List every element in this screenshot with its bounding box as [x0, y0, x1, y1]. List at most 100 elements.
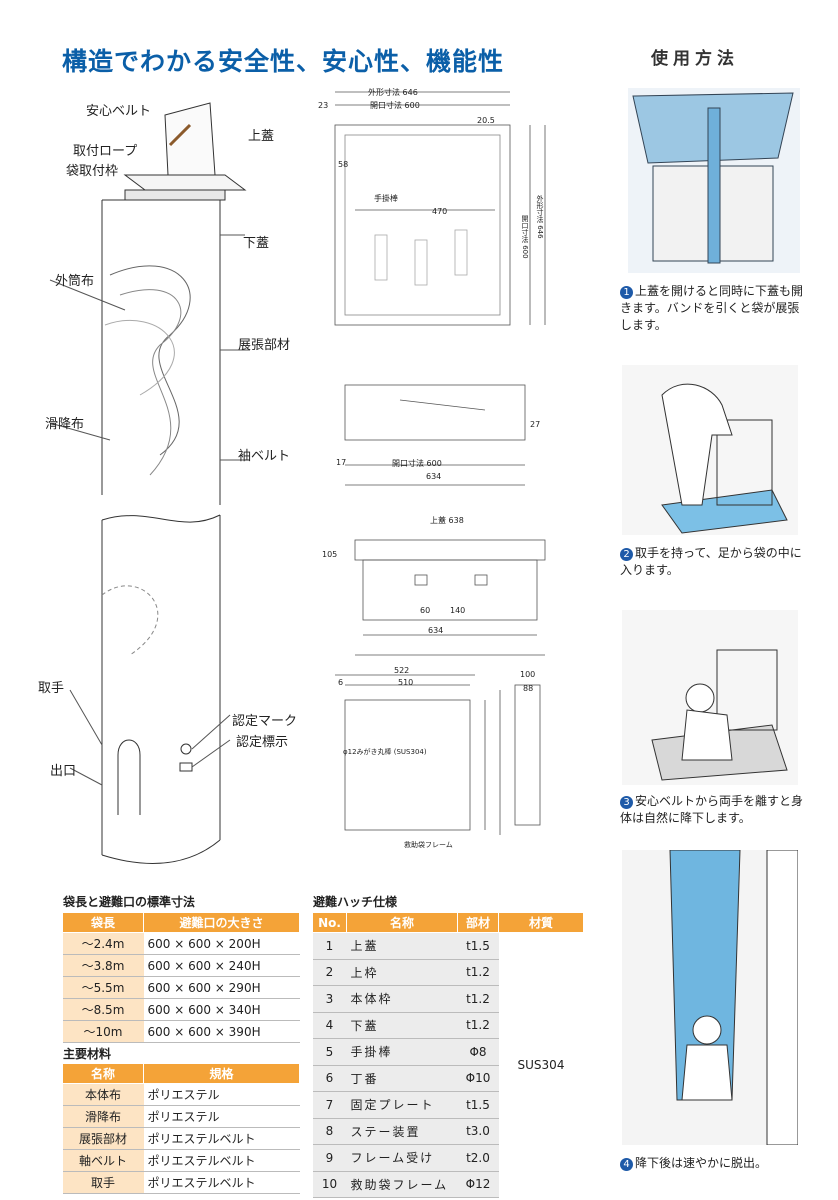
hatch-no: 3	[312, 985, 347, 1013]
hatch-no: 6	[312, 1065, 347, 1092]
step1-image	[628, 88, 800, 273]
mat-name: 展張部材	[62, 1127, 144, 1150]
mat-header-name: 名称	[62, 1063, 144, 1084]
label-slide-cloth: 滑降布	[45, 417, 85, 432]
dim-634: 634	[426, 472, 442, 481]
hatch-part: t2.0	[457, 1144, 499, 1172]
label-cert-mark: 認定マーク	[232, 714, 298, 729]
dim-100: 100	[520, 670, 536, 679]
hatch-part: t1.2	[457, 959, 499, 986]
std-length: ～2.4m	[62, 932, 144, 955]
hatch-part: t1.2	[457, 985, 499, 1013]
label-bottom-lid: 下蓋	[243, 236, 270, 251]
step4-image	[622, 849, 799, 1146]
step-3-number: 3	[620, 796, 633, 809]
hatch-name: ステー装置	[346, 1118, 458, 1145]
dim-140: 140	[450, 606, 466, 615]
dim-23: 23	[318, 101, 329, 110]
hatch-header-part: 部材	[457, 912, 499, 933]
dim-side-outer: 外形寸法 646	[536, 195, 544, 239]
mat-name: 滑降布	[62, 1105, 144, 1128]
std-size: 600 × 600 × 340H	[143, 998, 300, 1021]
dim-510: 510	[398, 678, 414, 687]
hatch-name: フレーム受け	[346, 1144, 458, 1172]
table-row: 本体布ポリエステル	[62, 1083, 300, 1106]
chute-illustration	[49, 102, 250, 864]
hatch-name: 救助袋フレーム	[346, 1171, 458, 1198]
dim-17: 17	[336, 458, 347, 467]
hatch-part: t1.2	[457, 1012, 499, 1039]
mat-name: 本体布	[62, 1083, 144, 1106]
hatch-name: 下蓋	[346, 1012, 458, 1039]
step3-image	[622, 610, 798, 785]
label-exit: 出口	[50, 764, 77, 779]
std-header-length: 袋長	[62, 912, 144, 933]
dim-105: 105	[322, 550, 338, 559]
handle-rail-label: 手掛棒	[374, 194, 398, 203]
hatch-name: 上枠	[346, 959, 458, 986]
dim-634-b: 634	[428, 626, 444, 635]
hatch-name: 上蓋	[346, 932, 458, 960]
mat-spec: ポリエステルベルト	[143, 1127, 300, 1150]
label-bag-frame: 袋取付枠	[66, 164, 119, 179]
std-header-size: 避難口の大きさ	[143, 912, 300, 933]
dim-sec-opening: 開口寸法 600	[392, 459, 442, 468]
hatch-table-title: 避難ハッチ仕様	[313, 895, 398, 909]
hatch-part: Φ10	[457, 1065, 499, 1092]
step2-image	[622, 365, 798, 535]
hatch-part: t3.0	[457, 1118, 499, 1145]
label-top-lid: 上蓋	[248, 129, 275, 144]
step-2-number: 2	[620, 548, 633, 561]
std-length: ～10m	[62, 1020, 144, 1043]
mat-spec: ポリエステル	[143, 1105, 300, 1128]
dim-6: 6	[338, 678, 344, 687]
hatch-no: 10	[312, 1171, 347, 1198]
step-4-text: 降下後は速やかに脱出。	[635, 1156, 768, 1170]
hatch-name: 本体枠	[346, 985, 458, 1013]
dim-outer: 外形寸法 646	[368, 88, 418, 97]
label-safety-belt: 安心ベルト	[86, 104, 152, 119]
mat-spec: ポリエステル	[143, 1083, 300, 1106]
mat-name: 取手	[62, 1171, 144, 1194]
std-size: 600 × 600 × 240H	[143, 954, 300, 977]
std-length: ～5.5m	[62, 976, 144, 999]
hatch-header-name: 名称	[346, 912, 458, 933]
dim-top-lid: 上蓋 638	[430, 516, 464, 525]
hatch-header-material: 材質	[498, 912, 584, 933]
std-size: 600 × 600 × 390H	[143, 1020, 300, 1043]
table-row: 滑降布ポリエステル	[62, 1105, 300, 1128]
std-length: ～8.5m	[62, 998, 144, 1021]
mat-table-title: 主要材料	[63, 1047, 112, 1061]
std-size: 600 × 600 × 290H	[143, 976, 300, 999]
hatch-no: 7	[312, 1091, 347, 1119]
mat-spec: ポリエステルベルト	[143, 1149, 300, 1172]
std-length: ～3.8m	[62, 954, 144, 977]
dim-470: 470	[432, 207, 448, 216]
mat-name: 軸ベルト	[62, 1149, 144, 1172]
hatch-name: 固定プレート	[346, 1091, 458, 1119]
dim-522: 522	[394, 666, 410, 675]
step-4-number: 4	[620, 1158, 633, 1171]
label-expansion: 展張部材	[238, 338, 291, 353]
dim-20-5: 20.5	[477, 116, 495, 125]
hatch-name: 丁番	[346, 1065, 458, 1092]
label-cert-label: 認定標示	[236, 735, 289, 750]
page-title: 構造でわかる安全性、安心性、機能性	[62, 47, 505, 76]
dim-60: 60	[420, 606, 431, 615]
hatch-part: Φ8	[457, 1038, 499, 1066]
hatch-no: 9	[312, 1144, 347, 1172]
table-row: 展張部材ポリエステルベルト	[62, 1127, 300, 1150]
rod-label: φ12みがき丸棒 (SUS304)	[343, 748, 427, 756]
hatch-part: t1.5	[457, 1091, 499, 1119]
